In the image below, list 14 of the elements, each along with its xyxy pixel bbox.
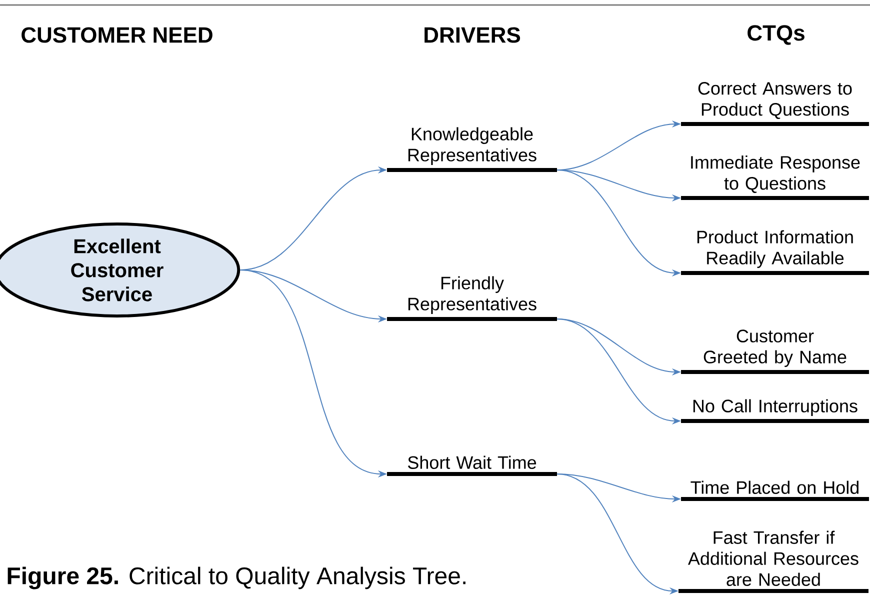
- labeled-bar: Time Placed on Hold: [681, 480, 869, 501]
- labeled-bar: Customer Greeted by Name: [681, 330, 869, 374]
- labeled-bar: Immediate Response to Questions: [681, 156, 869, 200]
- labeled-bar: Fast Transfer if Additional Resources are Needed: [678, 530, 868, 593]
- labeled-bar: Product Information Readily Available: [681, 230, 869, 275]
- labeled-bar: Knowledgeable Representatives: [387, 127, 557, 172]
- labeled-bar: No Call Interruptions: [681, 399, 869, 423]
- figure-caption: Figure 25. Critical to Quality Analysis Tree.: [8, 566, 466, 590]
- labeled-bar: Short Wait Time: [387, 456, 557, 476]
- column-heading: CUSTOMER NEED: [22, 27, 212, 43]
- labeled-bar: Friendly Representatives: [387, 276, 557, 321]
- column-heading: CTQs: [748, 25, 804, 45]
- column-heading: DRIVERS: [424, 27, 520, 43]
- labeled-bar: Correct Answers to Product Questions: [681, 82, 869, 126]
